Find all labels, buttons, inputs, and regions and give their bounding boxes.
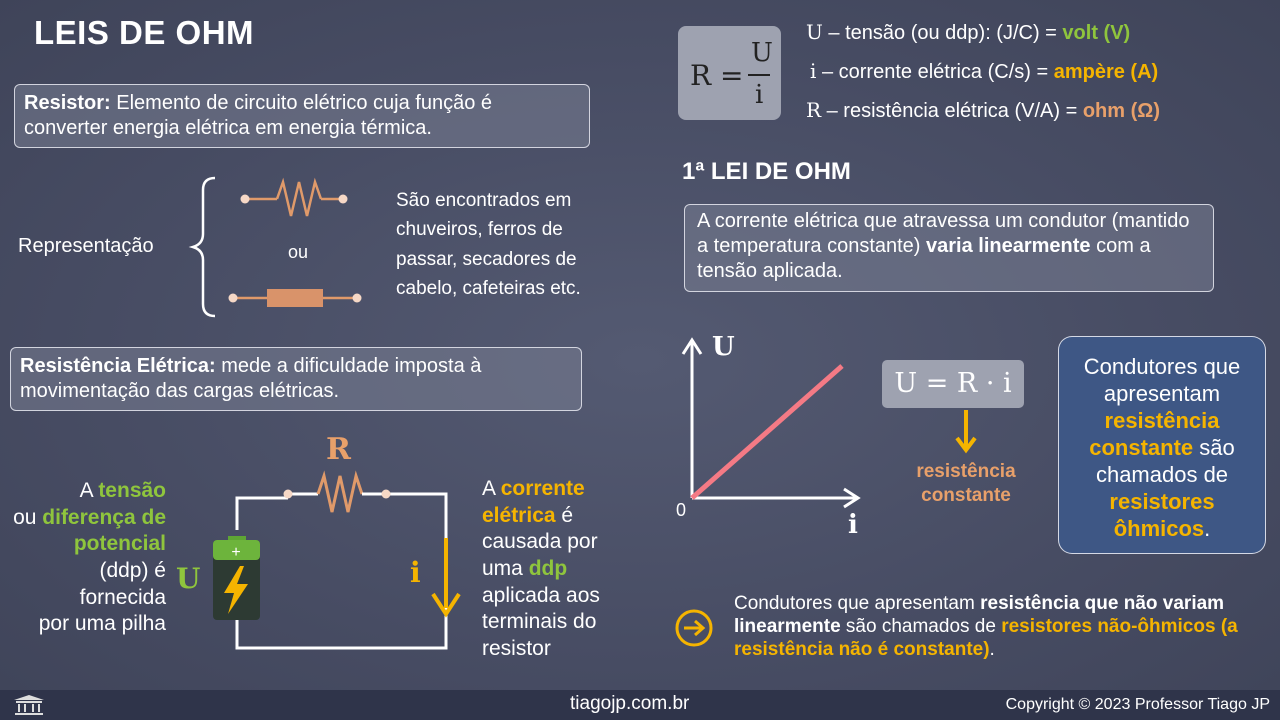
def-unit: ampère (A)	[1053, 61, 1159, 83]
svg-text:+: +	[231, 544, 240, 561]
curly-brace	[188, 176, 216, 318]
formula-denominator: i	[755, 80, 764, 110]
constant-resistance-note: resistência constante	[916, 461, 1016, 506]
battery-icon: +	[213, 536, 260, 620]
ohmic-e: .	[1204, 516, 1211, 542]
def-symbol: i	[810, 59, 817, 83]
u-vs-i-graph	[681, 337, 861, 509]
down-arrow-icon	[955, 410, 977, 454]
fraction-bar	[748, 74, 770, 76]
resistor-text: Elemento de circuito elétrico cuja funçã…	[24, 92, 493, 139]
graph-y-label: U	[712, 332, 735, 362]
representation-label: Representação	[18, 235, 154, 257]
ohmic-a: Condutores que apresentam	[1083, 354, 1241, 407]
nonohmic-a: Condutores que apresentam	[734, 593, 981, 614]
text-l5: resistor	[482, 636, 551, 660]
usage-note: São encontrados em chuveiros, ferros de …	[396, 190, 581, 300]
nonohmic-d: resistores não-ôhmicos (a resistência nã…	[734, 616, 1238, 661]
rectangle-resistor-icon	[228, 289, 362, 307]
page-title: LEIS DE OHM	[34, 14, 255, 51]
voltage-u-label: U	[176, 562, 201, 595]
resistor-definition-box: Resistor: Elemento de circuito elétrico …	[14, 84, 590, 148]
def-unit: ohm (Ω)	[1082, 100, 1160, 122]
resistance-definition-box: Resistência Elétrica: mede a dificuldade…	[10, 347, 582, 411]
ohmic-resistors-box: Condutores que apresentam resistência co…	[1058, 336, 1266, 554]
graph-origin-label: 0	[676, 500, 687, 520]
formula-lhs: R =	[690, 59, 744, 92]
def-text: – tensão (ou ddp): (J/C) =	[822, 22, 1063, 44]
resistance-text: mede a dificuldade imposta à movimentaçã…	[20, 355, 482, 402]
law-text-c: com a tensão aplicada.	[697, 235, 1151, 282]
linear-line	[690, 364, 844, 500]
text-l4: terminais do	[482, 610, 597, 634]
circle-arrow-icon	[675, 609, 713, 647]
text-tensao: tensão	[98, 479, 166, 502]
formula-numerator: U	[751, 38, 773, 68]
text-rest3: por uma pilha	[38, 612, 166, 636]
ohmic-d: resistores ôhmicos	[1109, 489, 1215, 542]
circuit-diagram: +	[213, 470, 461, 650]
text-e: é	[555, 503, 574, 527]
def-symbol: R	[806, 98, 822, 122]
text-rest1: (ddp) é	[99, 558, 166, 582]
current-description: A corrente elétrica é causada por uma dd…	[482, 476, 642, 663]
def-unit: volt (V)	[1062, 22, 1131, 44]
temple-logo-icon	[14, 695, 44, 715]
formula-box: R = U i	[678, 26, 781, 120]
footer-site-link[interactable]: tiagojp.com.br	[570, 693, 690, 714]
current-i-label: i	[410, 556, 421, 589]
text-rest2: fornecida	[79, 585, 166, 609]
ohmic-c: são chamados de	[1095, 435, 1235, 488]
definition-i: i – corrente elétrica (C/s) = ampère (A)	[810, 59, 1158, 84]
text-l1: causada por	[482, 530, 598, 554]
def-text: – resistência elétrica (V/A) =	[821, 100, 1083, 122]
footer-bar: tiagojp.com.br Copyright © 2023 Professo…	[0, 690, 1280, 720]
text-a: A	[79, 479, 99, 502]
resistor-r-label: R	[326, 432, 351, 467]
non-ohmic-statement: Condutores que apresentam resistência qu…	[734, 592, 1254, 662]
nonohmic-c: são chamados de	[840, 616, 1002, 638]
law-text-b: varia linearmente	[926, 235, 1091, 257]
text-ddp-full: diferença de potencial	[42, 505, 166, 556]
current-arrow-icon	[431, 538, 461, 618]
zigzag-resistor-icon	[240, 177, 348, 217]
text-corrente: corrente elétrica	[482, 477, 585, 527]
def-symbol: U	[806, 20, 823, 44]
or-label: ou	[288, 242, 309, 262]
nonohmic-e: .	[989, 639, 995, 661]
text-a2: A	[482, 477, 501, 500]
text-l3: aplicada aos	[482, 583, 600, 607]
definition-r: R – resistência elétrica (V/A) = ohm (Ω)	[806, 98, 1160, 123]
def-text: – corrente elétrica (C/s) =	[816, 61, 1054, 83]
wire-top-left	[235, 496, 288, 530]
wire-loop	[235, 492, 448, 650]
graph-x-label: i	[848, 510, 858, 540]
ohmic-b: resistência constante	[1089, 408, 1220, 461]
law-statement-box: A corrente elétrica que atravessa um con…	[684, 204, 1214, 292]
text-ou: ou	[13, 505, 43, 529]
resistance-label: Resistência Elétrica:	[20, 355, 216, 377]
text-l2: uma	[482, 556, 529, 580]
circuit-resistor-icon	[316, 470, 364, 513]
ohm-equation: U = R · i	[882, 360, 1024, 408]
law-heading: 1ª LEI DE OHM	[682, 158, 851, 185]
resistor-symbols	[188, 176, 362, 318]
text-ddp: ddp	[528, 556, 568, 580]
definition-u: U – tensão (ou ddp): (J/C) = volt (V)	[806, 20, 1130, 45]
footer-copyright: Copyright © 2023 Professor Tiago JP	[1005, 696, 1270, 713]
nonohmic-b: resistência que não variam linearmente	[734, 593, 1225, 638]
law-text-a: A corrente elétrica que atravessa um con…	[697, 210, 1190, 257]
resistor-label: Resistor:	[24, 92, 111, 114]
battery-description: A tensão ou diferença de potencial (ddp)…	[4, 478, 166, 638]
